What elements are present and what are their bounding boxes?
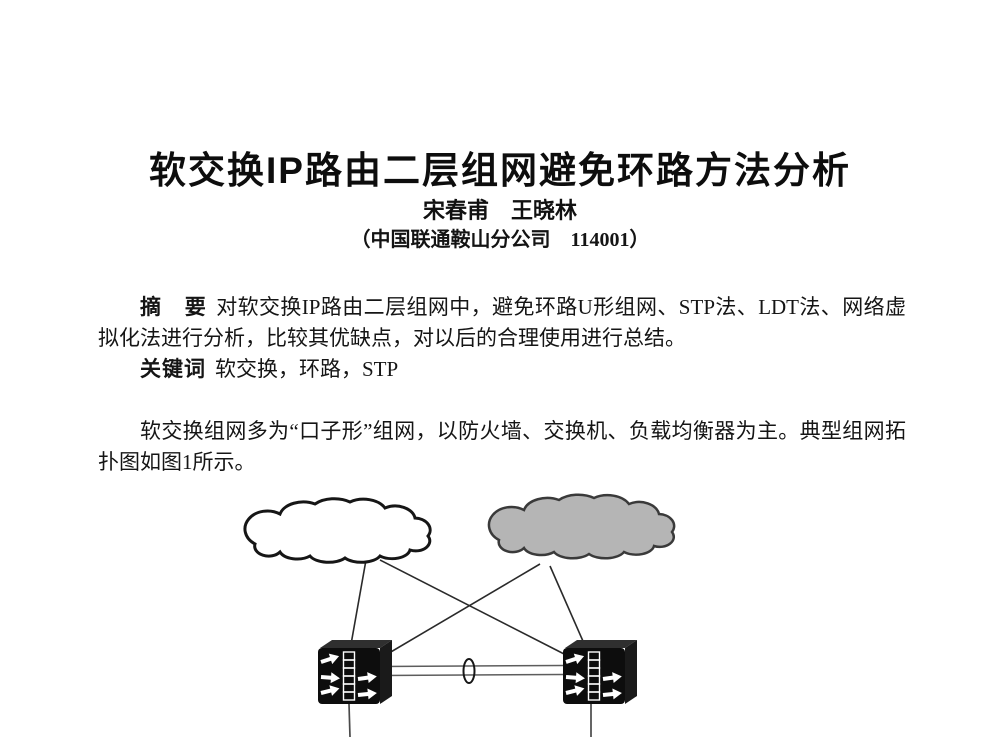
link-right-cloud-right-switch (549, 565, 587, 649)
fiber-coupler-icon (462, 658, 476, 684)
inter-switch-trunk (379, 664, 564, 677)
paper-title: 软交换IP路由二层组网避免环路方法分析 (149, 150, 851, 191)
abstract-text: 对软交换IP路由二层组网中，避免环路U形组网、STP法、LDT法、网络虚拟化法进… (98, 295, 907, 350)
keywords-paragraph: 关键词软交换，环路，STP (98, 354, 906, 385)
link-left-cloud-right-switch (379, 559, 569, 657)
ethernet-switch-icon-right (563, 640, 637, 704)
link-right-cloud-left-switch (383, 563, 541, 657)
paper-authors: 宋春甫 王晓林 (422, 198, 577, 223)
link-left-cloud-left-switch (349, 559, 367, 651)
abstract-label: 摘 要 (140, 296, 208, 319)
keywords-label: 关键词 (140, 358, 206, 381)
abstract-paragraph: 摘 要对软交换IP路由二层组网中，避免环路U形组网、STP法、LDT法、网络虚拟… (98, 292, 906, 354)
paper-affiliation: （中国联通鞍山分公司 114001） (350, 229, 650, 251)
body-paragraph: 软交换组网多为“口子形”组网，以防火墙、交换机、负载均衡器为主。典型组网拓扑图如… (98, 419, 906, 474)
keywords-text: 软交换，环路，STP (215, 357, 399, 381)
ethernet-switch-icon-left (318, 640, 392, 704)
switch-drop-links (348, 703, 592, 737)
cloud-switch-links (349, 559, 587, 657)
network-cloud-shaded-icon (487, 493, 676, 560)
abstract-section: 摘 要对软交换IP路由二层组网中，避免环路U形组网、STP法、LDT法、网络虚拟… (98, 292, 906, 385)
topology-figure (243, 493, 676, 737)
network-cloud-icon (243, 497, 432, 564)
